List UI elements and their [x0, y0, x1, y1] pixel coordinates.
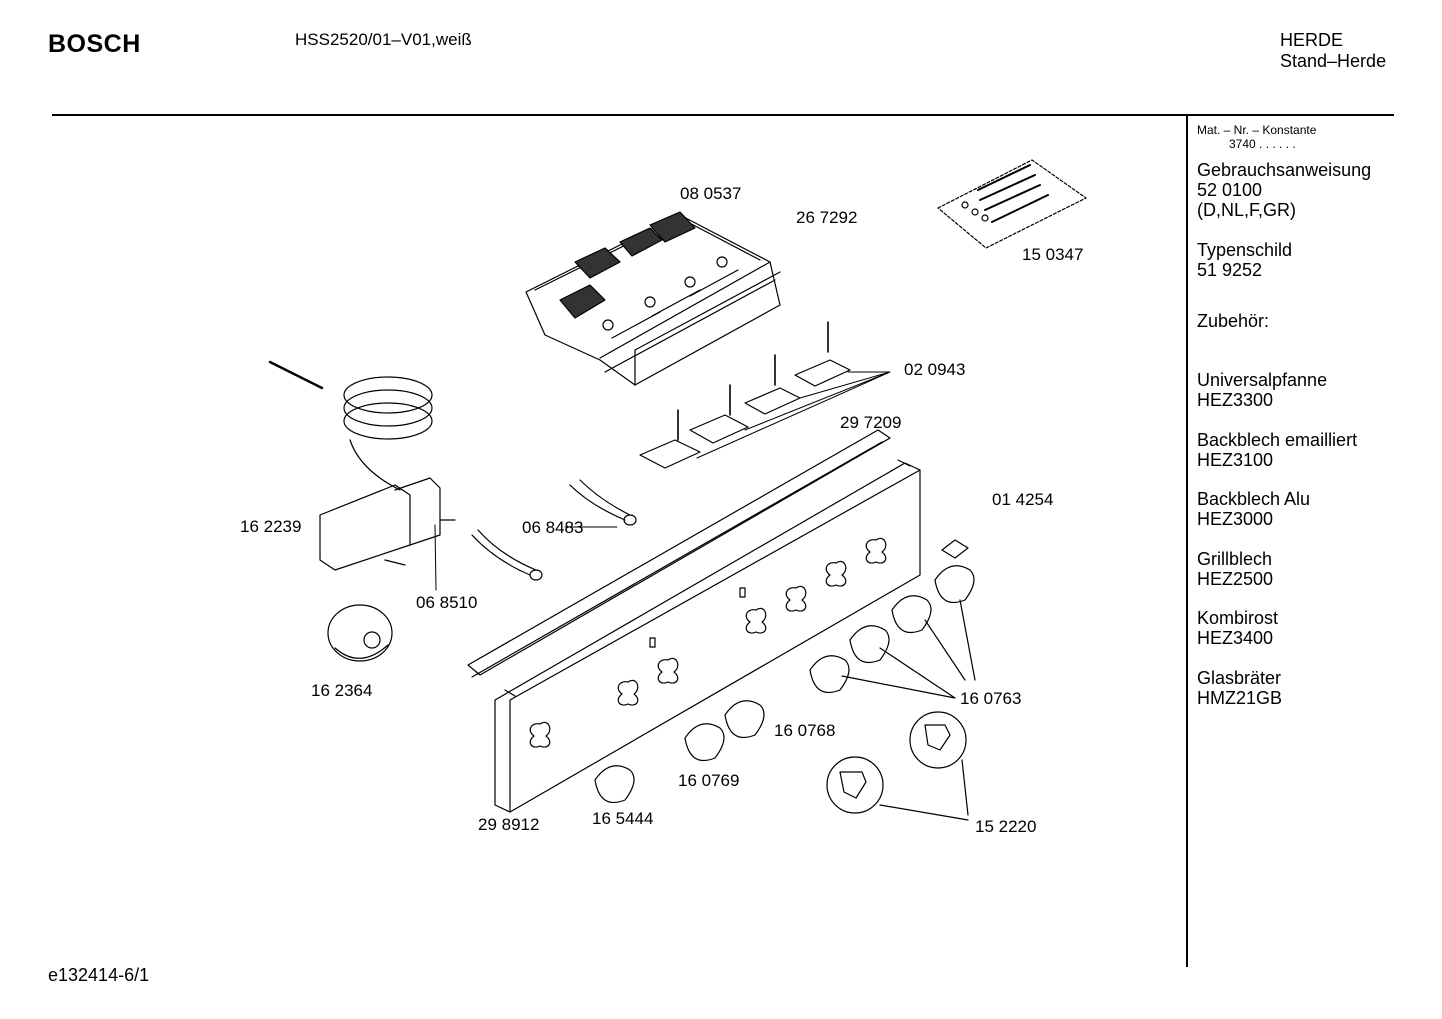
sidebar-group-label: Universalpfanne [1197, 370, 1328, 390]
sidebar-group-gebrauchsanweisung: Gebrauchsanweisung 52 0100 (D,NL,F,GR) [1197, 160, 1417, 220]
knob-group-lower [594, 700, 765, 804]
sidebar-group-glasbraeter: Glasbräter HMZ21GB [1197, 668, 1417, 708]
sidebar-group-zubehoer: Zubehör: [1197, 311, 1417, 331]
sidebar-group-backblech-alu: Backblech Alu HEZ3000 [1197, 489, 1417, 529]
sidebar-group-note: (D,NL,F,GR) [1197, 200, 1296, 220]
screw-bag [937, 159, 1087, 249]
panel-knob-cutouts [529, 537, 887, 748]
leader-lines [434, 524, 618, 591]
heater-cables [471, 479, 637, 581]
part-label-150347: 15 0347 [1022, 245, 1083, 264]
sidebar-group-value: 52 0100 [1197, 180, 1263, 200]
sidebar-group-typenschild: Typenschild 51 9252 [1197, 240, 1417, 280]
sidebar-group-label: Typenschild [1197, 240, 1293, 260]
knob-group-160763 [809, 565, 976, 699]
part-label-014254: 01 4254 [992, 490, 1053, 509]
sidebar-rule [1186, 116, 1188, 967]
sidebar-group-value: HEZ3100 [1197, 450, 1274, 470]
sidebar-group-label: Glasbräter [1197, 668, 1282, 688]
part-label-162239: 16 2239 [240, 517, 301, 536]
header-rule [52, 114, 1394, 116]
knob-caps [826, 711, 969, 821]
thermostat [268, 360, 456, 571]
selector-knob [327, 604, 393, 662]
drawing-code: e132414-6/1 [48, 965, 150, 985]
sidebar-group-universalpfanne: Universalpfanne HEZ3300 [1197, 370, 1417, 410]
part-label-068483: 06 8483 [522, 518, 583, 537]
category-title: HERDE [1280, 30, 1344, 50]
switch-contacts [639, 321, 891, 469]
mat-nr-label: Mat. – Nr. – Konstante [1197, 123, 1317, 137]
sidebar-group-kombirost: Kombirost HEZ3400 [1197, 608, 1417, 648]
sidebar-group-label: Kombirost [1197, 608, 1279, 628]
sidebar-group-backblech-emailliert: Backblech emailliert HEZ3100 [1197, 430, 1417, 470]
part-label-297209: 29 7209 [840, 413, 901, 432]
sidebar-group-value: HEZ2500 [1197, 569, 1274, 589]
sidebar-group-label: Grillblech [1197, 549, 1273, 569]
part-label-267292: 26 7292 [796, 208, 857, 227]
sidebar-group-label: Zubehör: [1197, 311, 1270, 331]
control-panel [494, 459, 921, 813]
trim-strip [467, 429, 891, 678]
mat-nr-value: 3740 . . . . . . [1229, 137, 1296, 151]
part-label-298912: 29 8912 [478, 815, 539, 834]
sidebar-group-grillblech: Grillblech HEZ2500 [1197, 549, 1417, 589]
sidebar-panel: Mat. – Nr. – Konstante 3740 . . . . . . … [1197, 123, 1417, 708]
part-label-080537: 08 0537 [680, 184, 741, 203]
sidebar-group-label: Backblech emailliert [1197, 430, 1358, 450]
sidebar-group-label: Backblech Alu [1197, 489, 1311, 509]
part-label-160769: 16 0769 [678, 771, 739, 790]
model-number: HSS2520/01–V01,weiß [295, 30, 472, 49]
part-label-160768: 16 0768 [774, 721, 835, 740]
brand-logo: BOSCH [48, 30, 141, 58]
part-label-160763: 16 0763 [960, 689, 1021, 708]
part-label-020943: 02 0943 [904, 360, 965, 379]
sidebar-group-value: 51 9252 [1197, 260, 1263, 280]
sidebar-group-value: HEZ3300 [1197, 390, 1274, 410]
sidebar-group-value: HEZ3000 [1197, 509, 1274, 529]
switch-block [525, 211, 781, 386]
sidebar-group-value: HMZ21GB [1197, 688, 1283, 708]
sidebar-group-value: HEZ3400 [1197, 628, 1274, 648]
part-label-068510: 06 8510 [416, 593, 477, 612]
part-label-165444: 16 5444 [592, 809, 653, 828]
subcategory-title: Stand–Herde [1280, 51, 1387, 71]
sidebar-group-label: Gebrauchsanweisung [1197, 160, 1372, 180]
part-label-162364: 16 2364 [311, 681, 372, 700]
part-label-152220: 15 2220 [975, 817, 1036, 836]
type-plate [941, 539, 969, 559]
